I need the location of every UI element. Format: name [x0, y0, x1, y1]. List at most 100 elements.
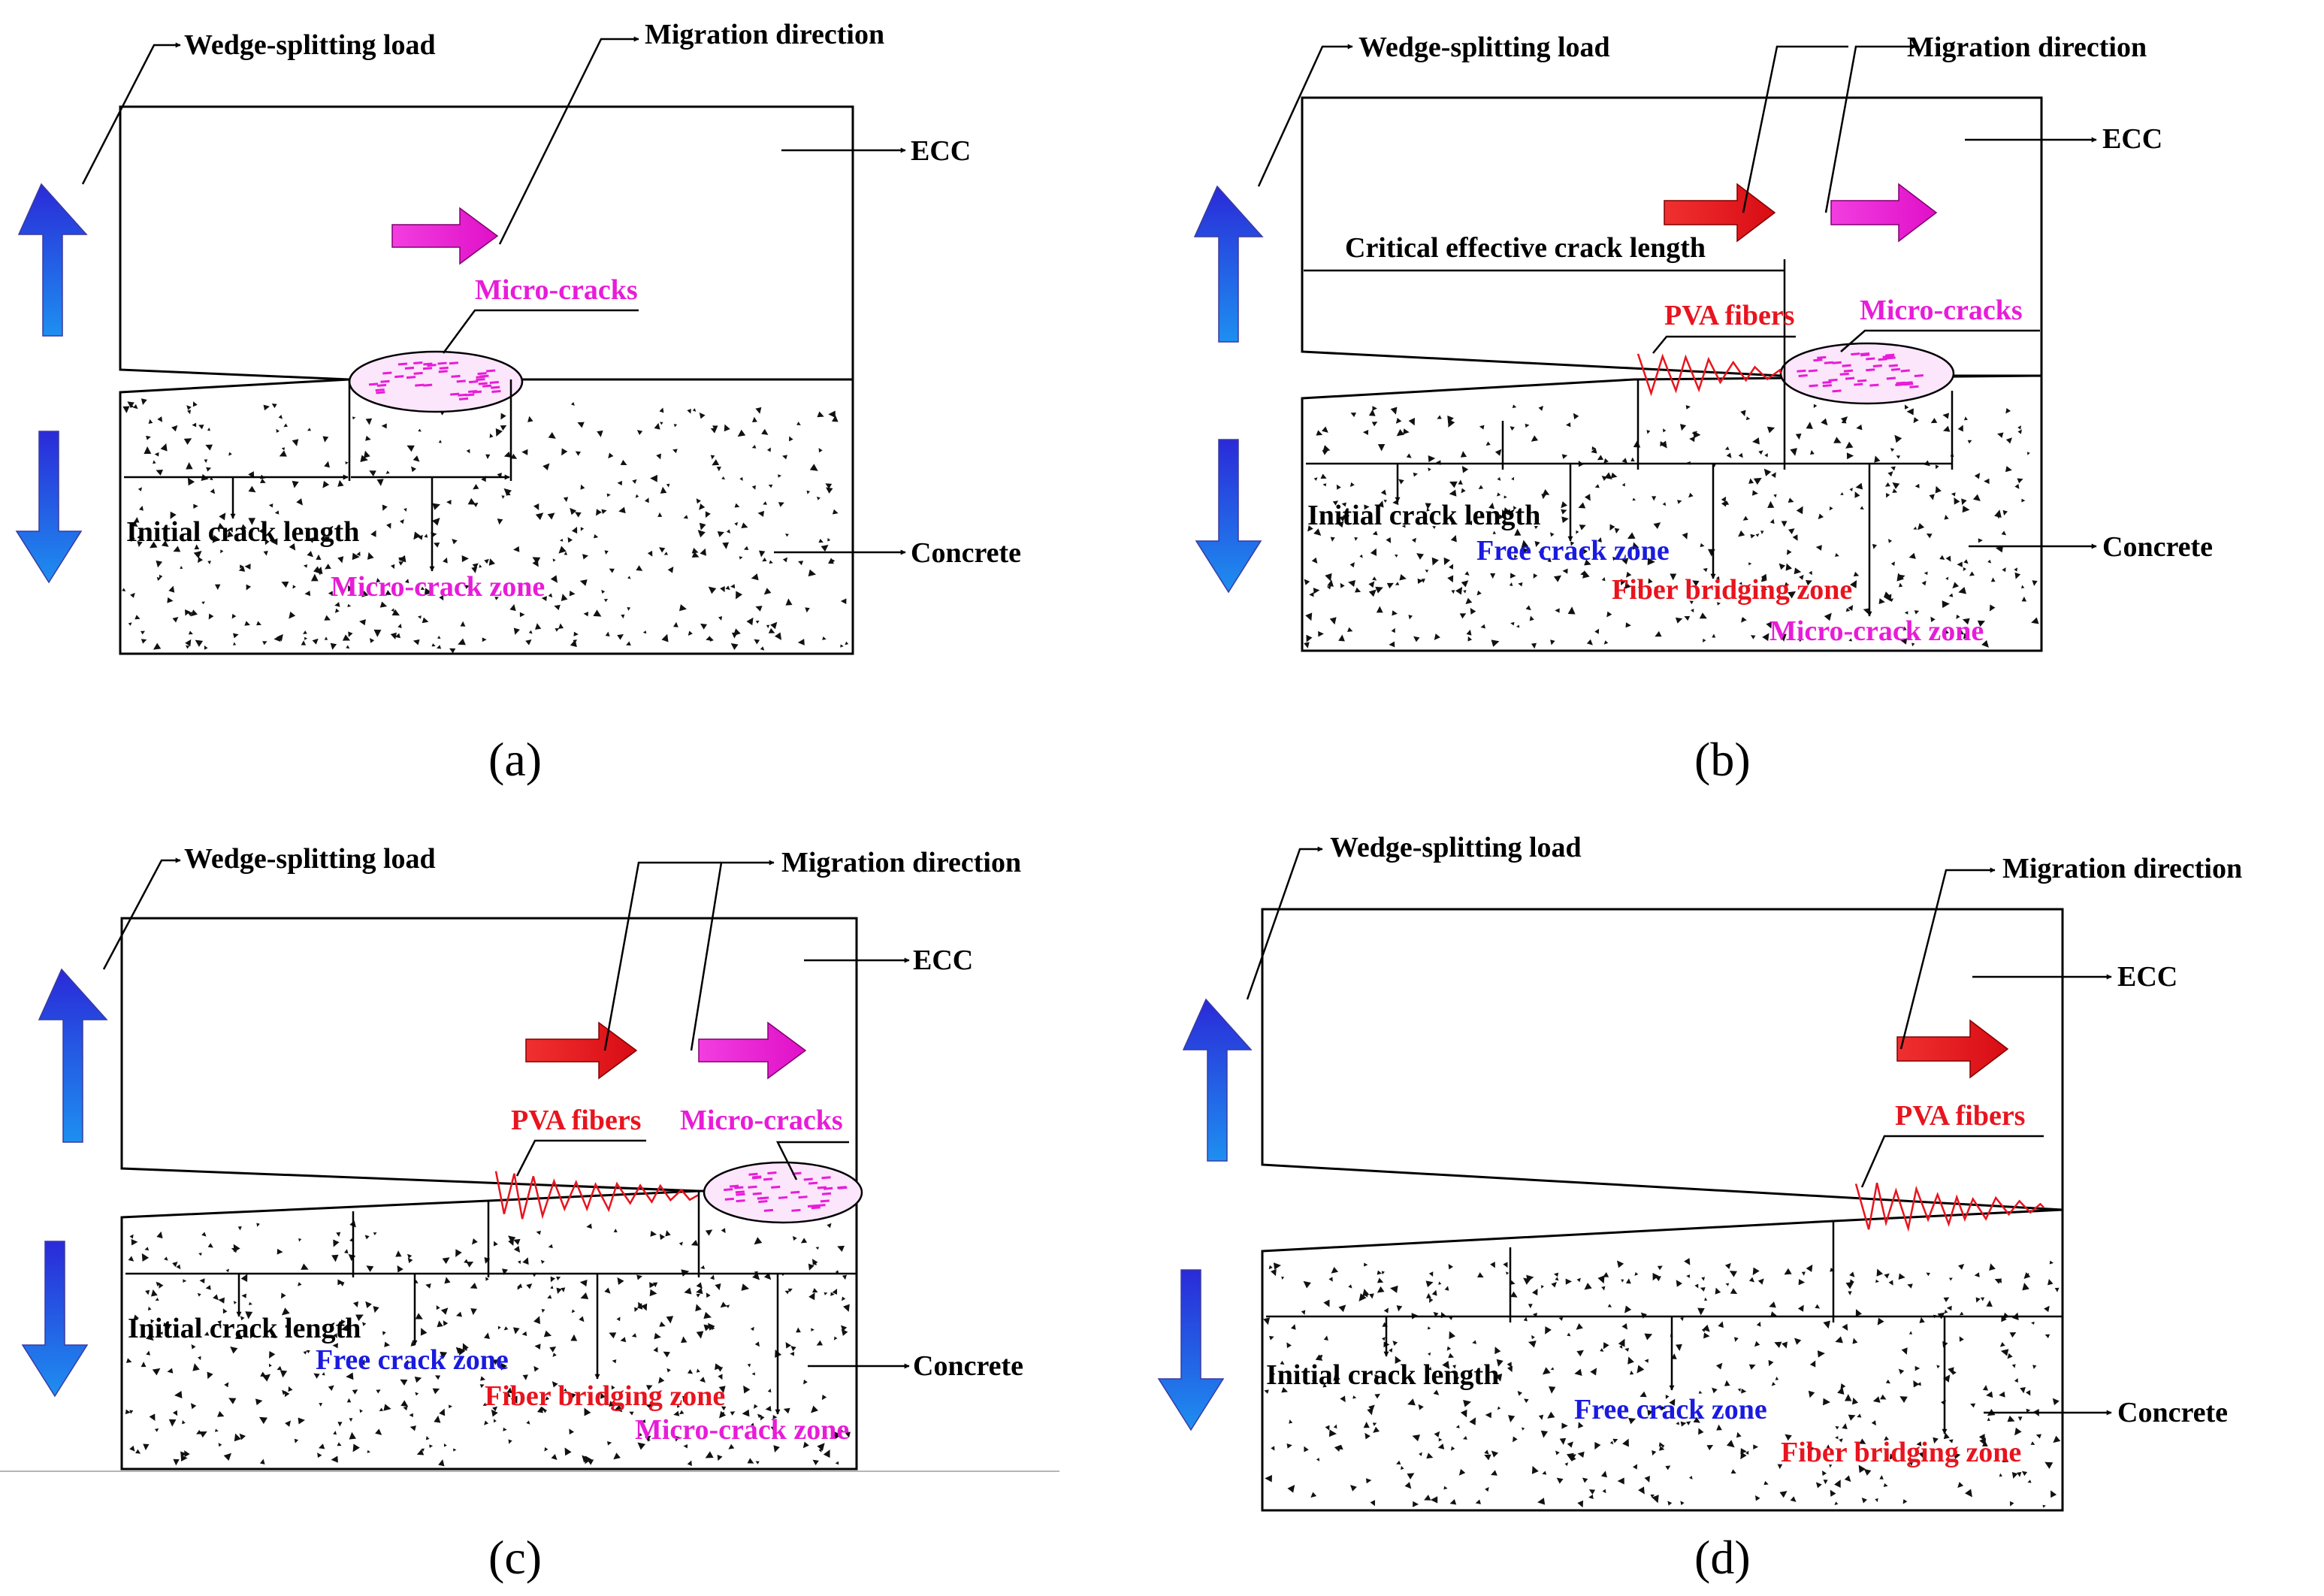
aggregate-dot [1684, 1258, 1691, 1265]
aggregate-dot [1724, 1262, 1731, 1269]
aggregate-dot [281, 447, 286, 451]
aggregate-dot [526, 1283, 533, 1289]
aggregate-dot [1503, 509, 1511, 516]
aggregate-dot [437, 645, 442, 649]
aggregate-dot [240, 1316, 245, 1321]
aggregate-dot [821, 545, 829, 552]
micro-crack-dash [1886, 376, 1896, 380]
aggregate-dot [627, 576, 631, 579]
aggregate-dot [1350, 413, 1356, 418]
aggregate-dot [747, 1458, 754, 1464]
aggregate-dot [197, 1292, 201, 1297]
aggregate-dot [337, 1279, 344, 1286]
aggregate-dot [550, 1276, 556, 1283]
aggregate-dot [1550, 1367, 1555, 1371]
aggregate-dot [1326, 585, 1331, 590]
aggregate-dot [199, 1278, 205, 1284]
aggregate-dot [1750, 635, 1756, 639]
aggregate-dot [167, 597, 174, 603]
aggregate-dot [414, 1377, 422, 1383]
aggregate-dot [274, 510, 280, 515]
aggregate-dot [626, 641, 631, 646]
aggregate-dot [605, 631, 610, 636]
aggregate-dot [1760, 577, 1766, 582]
aggregate-dot [712, 459, 720, 466]
aggregate-dot [1434, 633, 1440, 640]
aggregate-dot [1632, 542, 1639, 550]
aggregate-dot [1655, 630, 1662, 637]
aggregate-dot [241, 1293, 246, 1298]
aggregate-dot [757, 510, 765, 517]
aggregate-dot [1748, 1364, 1756, 1370]
aggregate-dot [663, 1351, 670, 1358]
aggregate-dot [1463, 1400, 1472, 1407]
aggregate-dot [164, 1256, 168, 1261]
aggregate-dot [784, 534, 789, 537]
aggregate-dot [484, 558, 489, 564]
aggregate-dot [1325, 573, 1332, 582]
aggregate-dot [1994, 1278, 2002, 1284]
aggregate-dot [1768, 1359, 1774, 1367]
aggregate-dot [1726, 1440, 1735, 1448]
migration-arrow-icon [525, 1021, 638, 1080]
micro-cracks-label: Micro-cracks [1860, 295, 2023, 326]
micro-crack-zone-label: Micro-crack zone [1769, 615, 1984, 647]
aggregate-dot [233, 642, 237, 645]
aggregate-dot [808, 1263, 814, 1271]
aggregate-dot [526, 1420, 530, 1425]
aggregate-dot [1913, 526, 1918, 530]
aggregate-dot [1884, 482, 1890, 487]
aggregate-dot [1636, 1365, 1645, 1374]
aggregate-dot [489, 433, 494, 438]
aggregate-dot [607, 1440, 612, 1446]
aggregate-dot [1507, 1362, 1512, 1368]
aggregate-dot [459, 1347, 466, 1356]
aggregate-dot [461, 555, 469, 563]
aggregate-dot [785, 1342, 791, 1349]
micro-crack-dash [1904, 382, 1914, 386]
aggregate-dot [1974, 1272, 1980, 1277]
aggregate-dot [2017, 1416, 2023, 1422]
aggregate-dot [1588, 1494, 1594, 1500]
aggregate-dot [545, 1396, 550, 1401]
aggregate-dot [1740, 1448, 1747, 1455]
micro-crack-dash [803, 1177, 813, 1181]
aggregate-dot [217, 1410, 225, 1417]
micro-crack-dash [1903, 381, 1913, 385]
aggregate-dot [703, 1311, 712, 1319]
aggregate-dot [1395, 417, 1402, 424]
micro-crack-dash [368, 382, 379, 386]
aggregate-dot [1408, 615, 1413, 620]
aggregate-dot [453, 1448, 457, 1452]
micro-crack-dash [763, 1208, 774, 1212]
aggregate-dot [1586, 639, 1593, 645]
aggregate-dot [1689, 436, 1695, 443]
aggregate-dot [552, 1381, 558, 1388]
micro-crack-dashes [1797, 352, 1924, 393]
aggregate-dot [503, 1427, 507, 1431]
aggregate-dot [270, 1332, 277, 1338]
aggregate-dot [717, 1454, 723, 1461]
aggregate-dot [381, 423, 387, 429]
aggregate-dot [201, 601, 205, 605]
aggregate-dot [1373, 1426, 1380, 1433]
aggregate-dot [1676, 1421, 1680, 1425]
aggregate-dot [2021, 596, 2027, 602]
aggregate-dot [1265, 1474, 1272, 1483]
aggregate-dot [1716, 576, 1720, 580]
aggregate-dot [1965, 1489, 1972, 1498]
aggregate-dot [1355, 587, 1361, 593]
aggregate-dot [1448, 1263, 1454, 1270]
aggregate-dot [1446, 1346, 1452, 1351]
aggregate-dot [1375, 586, 1383, 594]
aggregate-dot [1773, 494, 1777, 498]
aggregate-dot [213, 1294, 219, 1301]
aggregate-dot [345, 461, 349, 465]
micro-crack-dash [798, 1195, 808, 1199]
aggregate-dot [536, 1230, 541, 1235]
aggregate-dot [574, 512, 582, 518]
aggregate-dot [1306, 634, 1313, 642]
aggregate-dot [646, 1402, 654, 1410]
aggregate-dot [1510, 1291, 1518, 1298]
aggregate-dot [611, 1385, 615, 1390]
